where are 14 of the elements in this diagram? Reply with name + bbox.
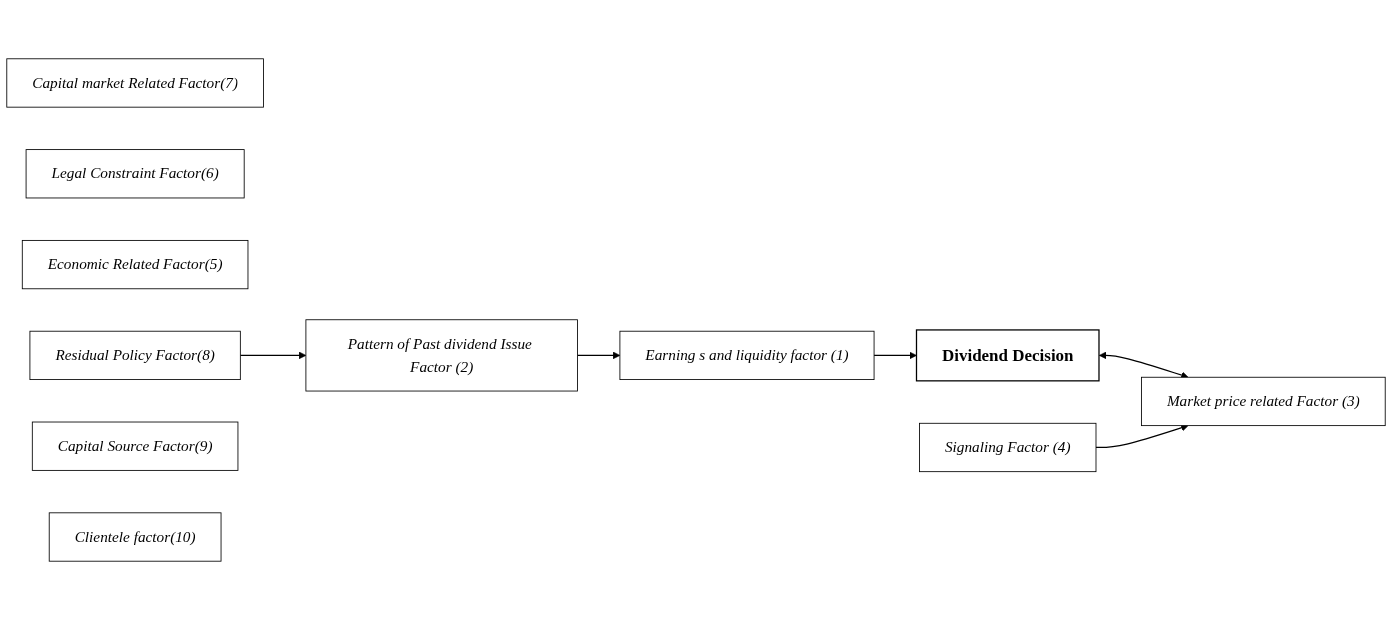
- arrow: [873, 351, 917, 359]
- node-box: Signaling Factor (4): [919, 422, 1097, 472]
- node-box: Residual Policy Factor(8): [29, 330, 241, 380]
- node-box: Legal Constraint Factor(6): [25, 148, 245, 198]
- arrow: [239, 351, 307, 359]
- node-box: Market price related Factor (3): [1141, 376, 1386, 426]
- node-box: Earning s and liquidity factor (1): [619, 330, 875, 380]
- node-box: Dividend Decision: [915, 328, 1100, 381]
- arrow: [576, 351, 621, 359]
- node-box: Capital market Related Factor(7): [6, 57, 264, 108]
- node-box: Economic Related Factor(5): [21, 239, 249, 289]
- node-box: Pattern of Past dividend Issue Factor (2): [305, 318, 578, 391]
- node-box: Clientele factor(10): [48, 511, 222, 562]
- node-box: Capital Source Factor(9): [31, 421, 239, 471]
